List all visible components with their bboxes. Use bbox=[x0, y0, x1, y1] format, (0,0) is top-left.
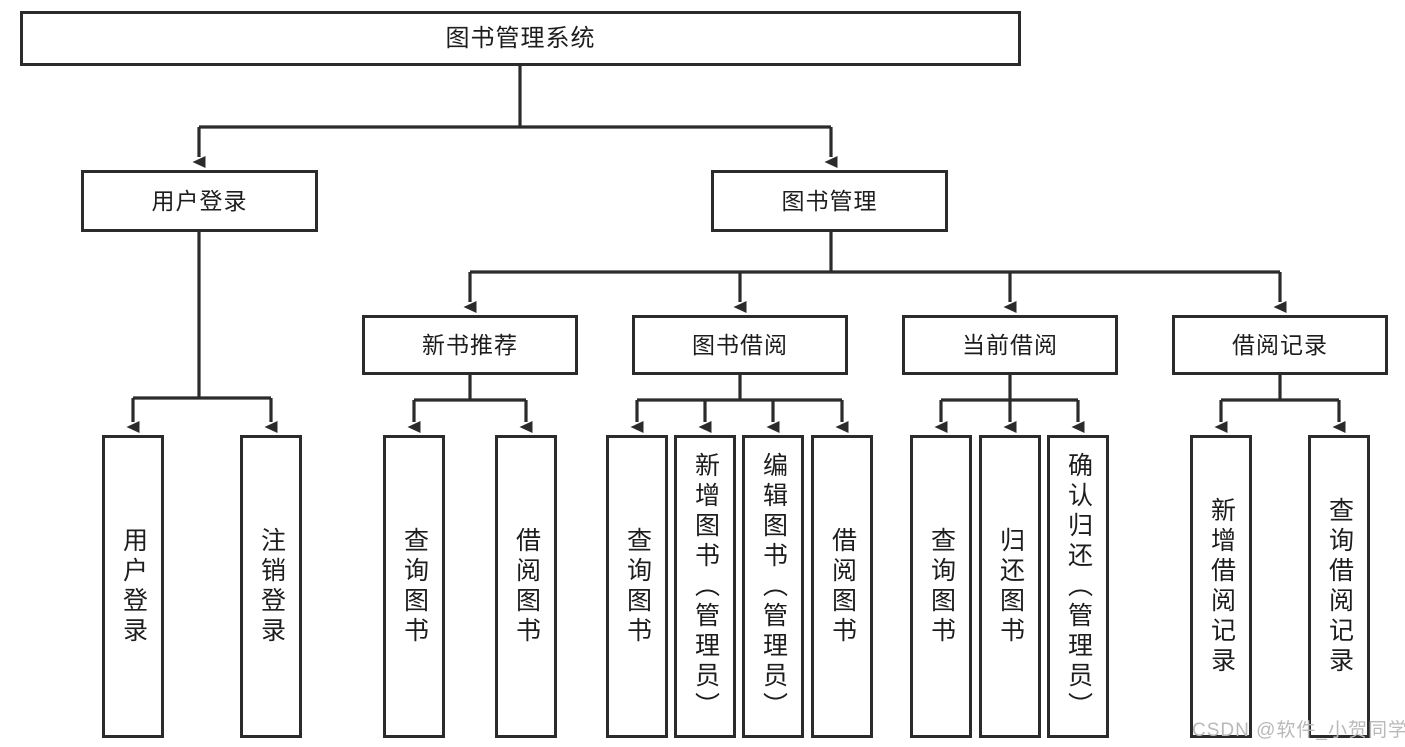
node-leaf-query-book-3-label: 查询图书 bbox=[927, 526, 956, 647]
node-book-management-label: 图书管理 bbox=[781, 187, 878, 214]
node-leaf-add-record-label: 新增借阅记录 bbox=[1207, 496, 1236, 677]
node-leaf-query-record[interactable]: 查询借阅记录 bbox=[1308, 435, 1370, 738]
node-leaf-edit-book-label: 编辑图书（管理员） bbox=[759, 451, 788, 722]
node-leaf-add-book-label: 新增图书（管理员） bbox=[691, 451, 720, 722]
node-root-label: 图书管理系统 bbox=[445, 24, 596, 52]
node-leaf-borrow-book-2[interactable]: 借阅图书 bbox=[811, 435, 873, 738]
node-book-management[interactable]: 图书管理 bbox=[711, 170, 948, 232]
node-borrow-record-label: 借阅记录 bbox=[1232, 331, 1328, 358]
node-leaf-query-book-1[interactable]: 查询图书 bbox=[383, 435, 445, 738]
node-leaf-confirm-return-label: 确认归还（管理员） bbox=[1064, 451, 1093, 722]
node-new-book-recommend-label: 新书推荐 bbox=[422, 331, 518, 358]
node-current-borrow[interactable]: 当前借阅 bbox=[902, 315, 1118, 375]
node-leaf-add-record[interactable]: 新增借阅记录 bbox=[1190, 435, 1252, 738]
node-current-borrow-label: 当前借阅 bbox=[962, 331, 1058, 358]
node-leaf-query-record-label: 查询借阅记录 bbox=[1325, 496, 1354, 677]
node-leaf-borrow-book-2-label: 借阅图书 bbox=[828, 526, 857, 647]
node-borrow-record[interactable]: 借阅记录 bbox=[1172, 315, 1388, 375]
node-leaf-borrow-book-1[interactable]: 借阅图书 bbox=[495, 435, 557, 738]
node-leaf-borrow-book-1-label: 借阅图书 bbox=[512, 526, 541, 647]
node-user-login[interactable]: 用户登录 bbox=[81, 170, 318, 232]
node-book-borrow-label: 图书借阅 bbox=[692, 331, 788, 358]
node-leaf-confirm-return[interactable]: 确认归还（管理员） bbox=[1047, 435, 1109, 738]
node-leaf-logout-label: 注销登录 bbox=[257, 526, 286, 647]
watermark: CSDN @软件_小贺同学 bbox=[1192, 720, 1405, 741]
node-leaf-query-book-2[interactable]: 查询图书 bbox=[606, 435, 668, 738]
node-book-borrow[interactable]: 图书借阅 bbox=[632, 315, 848, 375]
node-leaf-query-book-1-label: 查询图书 bbox=[400, 526, 429, 647]
node-leaf-query-book-3[interactable]: 查询图书 bbox=[910, 435, 972, 738]
node-leaf-return-book-label: 归还图书 bbox=[996, 526, 1025, 647]
node-leaf-logout[interactable]: 注销登录 bbox=[240, 435, 302, 738]
node-leaf-return-book[interactable]: 归还图书 bbox=[979, 435, 1041, 738]
node-leaf-query-book-2-label: 查询图书 bbox=[623, 526, 652, 647]
node-leaf-user-login-label: 用户登录 bbox=[119, 526, 148, 647]
node-user-login-label: 用户登录 bbox=[151, 187, 248, 214]
node-leaf-edit-book[interactable]: 编辑图书（管理员） bbox=[742, 435, 804, 738]
node-new-book-recommend[interactable]: 新书推荐 bbox=[362, 315, 578, 375]
node-root[interactable]: 图书管理系统 bbox=[20, 11, 1021, 66]
node-leaf-user-login[interactable]: 用户登录 bbox=[102, 435, 164, 738]
node-leaf-add-book[interactable]: 新增图书（管理员） bbox=[674, 435, 736, 738]
